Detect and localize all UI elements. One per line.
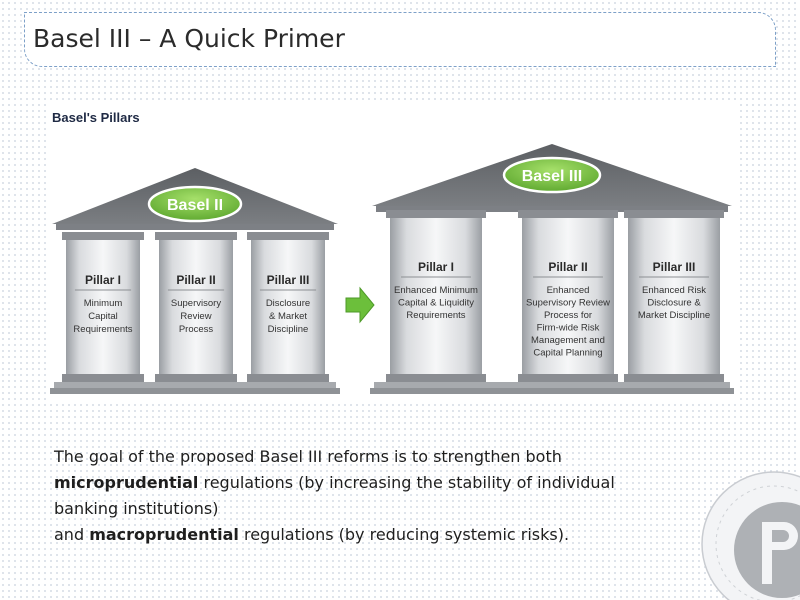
basel-ii-pillar-name: Pillar II [176, 273, 215, 287]
basel-ii-temple: Basel II Pillar I MinimumCapitalRequiremen… [50, 168, 340, 394]
basel-ii-pillar-desc-line: Process [179, 324, 214, 335]
basel-ii-pillar-desc-line: Review [180, 311, 211, 322]
basel-iii-base [386, 374, 486, 382]
basel-ii-base [155, 374, 237, 382]
basel-ii-pillar-desc-line: Discipline [268, 324, 309, 335]
basel-iii-column [522, 218, 614, 374]
basel-ii-entablature [56, 224, 334, 230]
basel-iii-pillar-desc-line: Enhanced Minimum [394, 285, 478, 296]
basel-ii-column [159, 240, 233, 374]
basel-ii-badge [147, 185, 243, 223]
body-text-intro: The goal of the proposed Basel III refor… [54, 447, 562, 466]
basel-iii-badge [502, 156, 602, 194]
term-macroprudential: macroprudential [89, 525, 239, 544]
basel-ii-pillar-name: Pillar I [85, 273, 121, 287]
basel-iii-pillar-desc-line: Firm-wide Risk [537, 323, 600, 334]
basel-iii-pillar-desc-line: Capital & Liquidity [398, 298, 474, 309]
basel-ii-capital [247, 232, 329, 240]
basel-iii-pillar-desc-line: Process for [544, 310, 592, 321]
basel-iii-base [518, 374, 618, 382]
body-paragraph: The goal of the proposed Basel III refor… [54, 444, 654, 548]
basel-ii-base [247, 374, 329, 382]
basel-iii-capital [518, 210, 618, 218]
basel-iii-pillar-name: Pillar III [653, 260, 696, 274]
body-text-macro: regulations (by reducing systemic risks)… [238, 525, 570, 544]
basel-ii-pillar-desc-line: Minimum [84, 298, 123, 309]
basel-iii-pillar-desc-line: Capital Planning [533, 348, 602, 359]
basel-iii-badge-label: Basel III [522, 168, 582, 185]
body-text-micro: regulations (by increasing the stability… [54, 473, 615, 518]
basel-iii-pillar-desc-line: Market Discipline [638, 310, 710, 321]
basel-ii-pillar-desc-line: Disclosure [266, 298, 310, 309]
basel-ii-pillar-desc-line: Capital [88, 311, 118, 322]
basel-iii-base [624, 374, 724, 382]
basel-ii-step [50, 388, 340, 394]
term-microprudential: microprudential [54, 473, 199, 492]
basel-iii-pillar-desc-line: Disclosure & [647, 298, 701, 309]
basel-iii-pillar-desc-line: Requirements [406, 310, 465, 321]
basel-ii-base [62, 374, 144, 382]
basel-ii-step [54, 382, 336, 388]
basel-ii-pillar-desc-line: Requirements [73, 324, 132, 335]
basel-iii-pillar-desc-line: Supervisory Review [526, 298, 610, 309]
arrow-right-icon [345, 286, 375, 324]
basel-ii-column [66, 240, 140, 374]
basel-ii-pillar-name: Pillar III [267, 273, 310, 287]
basel-iii-capital [386, 210, 486, 218]
basel-iii-step [374, 382, 730, 388]
basel-iii-pillar-desc-line: Enhanced Risk [642, 285, 706, 296]
basel-ii-pillar-desc-line: & Market [269, 311, 307, 322]
basel-ii-badge-label: Basel II [167, 197, 223, 214]
basel-iii-pillar-name: Pillar II [548, 260, 587, 274]
basel-ii-column [251, 240, 325, 374]
basel-iii-entablature [376, 206, 728, 212]
basel-ii-capital [155, 232, 237, 240]
basel-iii-temple: Basel III Pillar I Enhanced MinimumCapital… [370, 144, 734, 394]
diagram-heading: Basel's Pillars [52, 110, 140, 125]
slide-title: Basel III – A Quick Primer [33, 24, 345, 53]
basel-ii-capital [62, 232, 144, 240]
basel-iii-pillar-desc-line: Management and [531, 335, 605, 346]
basel-ii-pillar-desc-line: Supervisory [171, 298, 221, 309]
basel-iii-capital [624, 210, 724, 218]
body-text-and: and [54, 525, 90, 544]
basel-iii-step [370, 388, 734, 394]
basel-iii-column [628, 218, 720, 374]
basel-iii-pillar-desc-line: Enhanced [547, 285, 590, 296]
basel-iii-column [390, 218, 482, 374]
title-box: Basel III – A Quick Primer [24, 12, 776, 67]
university-seal-logo [700, 460, 800, 600]
basel-iii-pillar-name: Pillar I [418, 260, 454, 274]
